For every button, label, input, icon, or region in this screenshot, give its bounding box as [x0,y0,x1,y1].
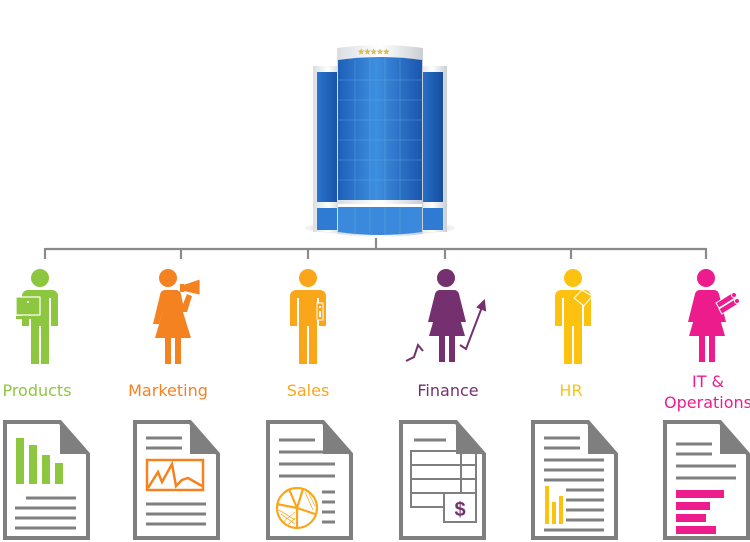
spreadsheet-dollar-report-icon: $ [399,420,486,540]
megaphone-icon [180,278,201,296]
folder-icon [573,289,593,307]
male-person-icon [555,269,593,364]
department-label-line1: IT & [691,372,725,391]
department-label: HR [559,381,583,400]
cables-icon [715,292,740,315]
dollar-sign-icon: $ [454,499,465,521]
department-label-line2: Operations [664,393,750,412]
horizontal-bar-report-icon [663,420,750,540]
department-label: Products [2,381,72,400]
svg-text:★★★★★: ★★★★★ [358,48,389,56]
female-person-icon [405,269,487,362]
female-person-icon [688,269,740,362]
female-person-icon [153,269,201,364]
department-label: Finance [417,381,479,400]
department-label: Sales [286,381,330,400]
department-label: IT & Operations [643,371,750,413]
male-person-icon [15,269,58,364]
org-connector-lines [43,238,708,259]
phone-icon [316,302,324,321]
male-person-icon [290,269,326,364]
department-label: Marketing [128,381,208,400]
text-bar-report-icon [531,420,618,540]
trend-arrow-icon [405,298,487,362]
line-chart-report-icon [133,420,220,540]
pie-chart-report-icon [266,420,353,540]
bar-chart-report-icon [3,420,90,540]
server-building-icon: ★★★★★ [305,45,455,237]
laptop-icon [15,296,41,319]
rating-stars-icon: ★★★★★ [358,48,390,56]
